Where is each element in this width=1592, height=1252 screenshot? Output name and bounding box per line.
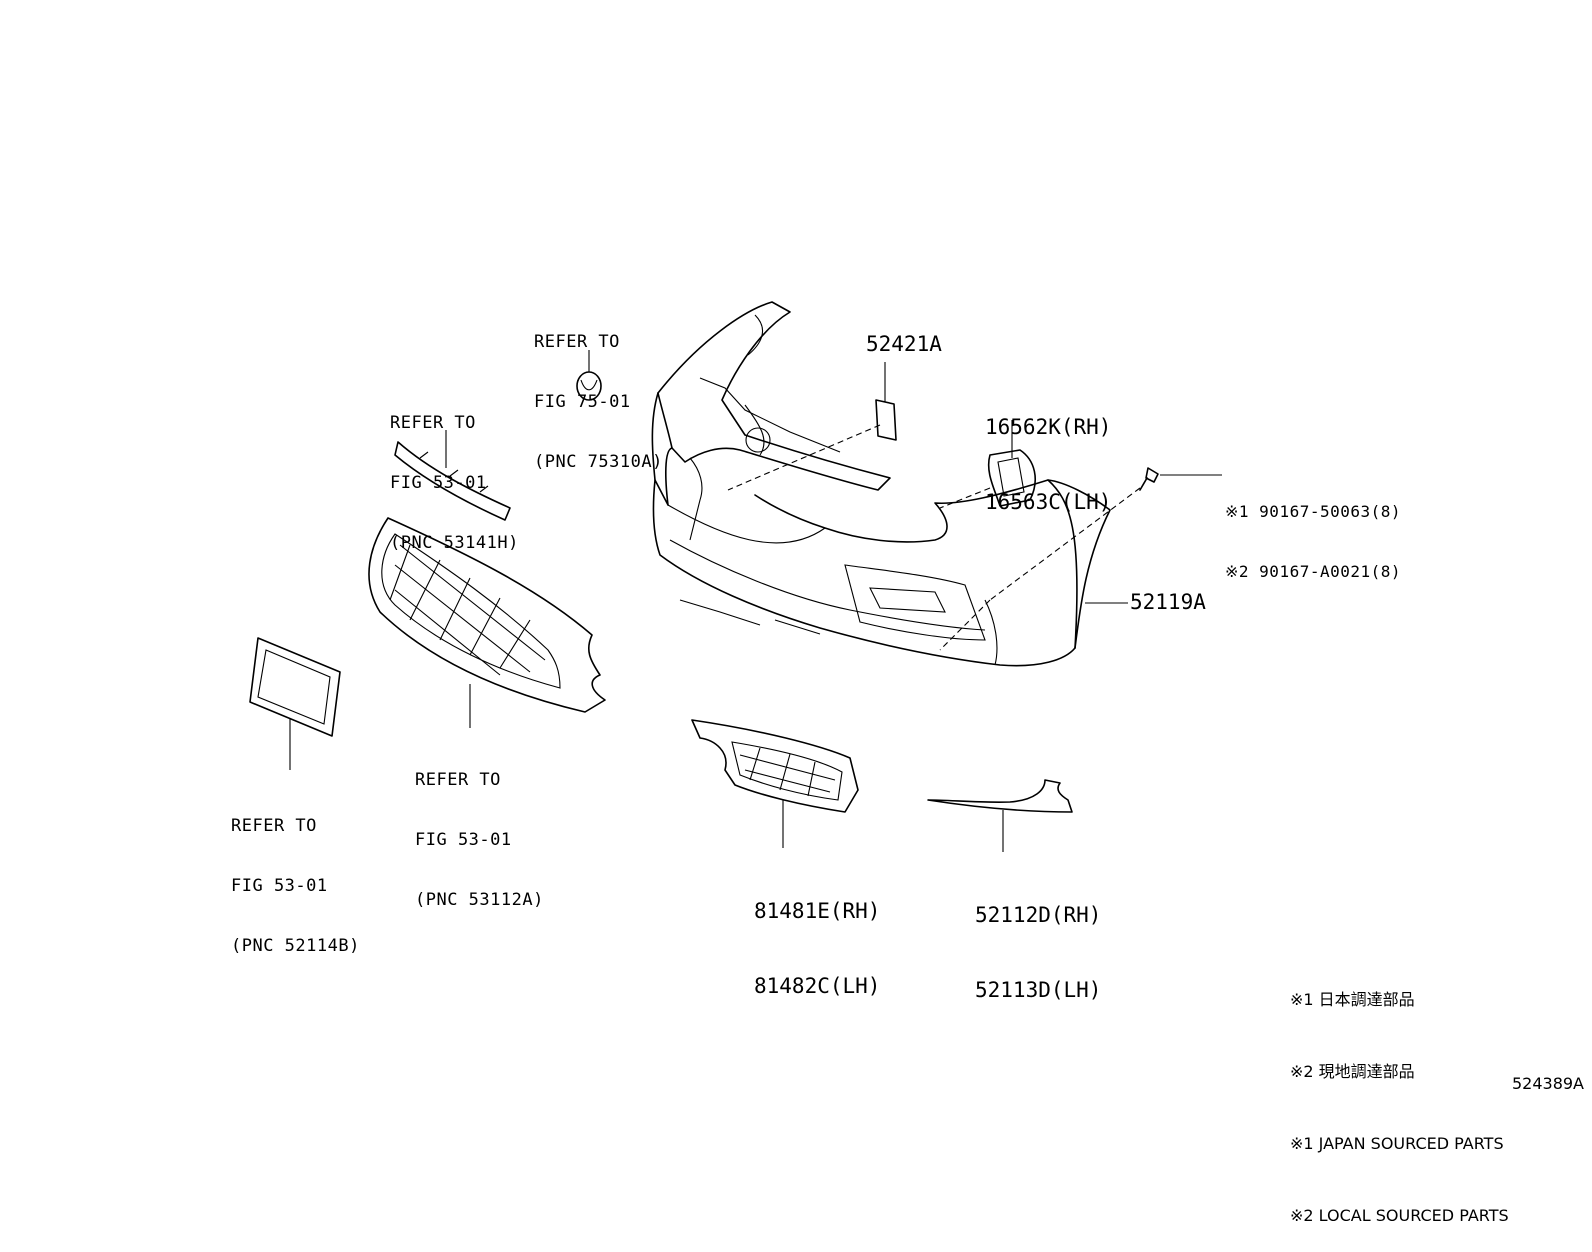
- part-52421a[interactable]: [875, 399, 897, 441]
- label-81481e: 81481E(RH) 81482C(LH): [754, 899, 881, 998]
- label-52421a: 52421A: [866, 332, 942, 356]
- radiator-grille[interactable]: [368, 517, 606, 713]
- note-1: ※1 日本調達部品: [1290, 990, 1415, 1009]
- screw-part[interactable]: [1139, 467, 1159, 491]
- label-16562k: 16562K(RH) 16563C(LH): [985, 415, 1112, 514]
- note-4: ※2 LOCAL SOURCED PARTS: [1290, 1206, 1509, 1225]
- license-plate-bracket[interactable]: [249, 637, 341, 737]
- note-2: ※2 現地調達部品: [1290, 1062, 1415, 1081]
- front-bumper-cover[interactable]: [651, 301, 1111, 667]
- label-52112d: 52112D(RH) 52113D(LH): [975, 903, 1102, 1002]
- install-line-screw-2: [939, 599, 991, 651]
- label-ref-52114b: REFER TO FIG 53-01 (PNC 52114B): [231, 816, 360, 956]
- sourcing-notes: ※1 日本調達部品 ※2 現地調達部品 ※1 JAPAN SOURCED PAR…: [1290, 940, 1509, 1252]
- label-ref-75310a: REFER TO FIG 75-01 (PNC 75310A): [534, 332, 663, 472]
- grille-upper-moulding[interactable]: [394, 441, 511, 521]
- label-ref-53141h: REFER TO FIG 53-01 (PNC 53141H): [390, 413, 519, 553]
- install-line-screw: [989, 487, 1141, 601]
- label-ref-53112a: REFER TO FIG 53-01 (PNC 53112A): [415, 770, 544, 910]
- label-screw: ※1 90167-50063(8) ※2 90167-A0021(8): [1225, 502, 1402, 581]
- part-16562k[interactable]: [987, 449, 1036, 507]
- install-line-16562k: [939, 487, 991, 509]
- illustration-code: 524389A: [1511, 1074, 1584, 1093]
- lower-cover-part[interactable]: [927, 779, 1073, 813]
- install-line-52421a: [727, 424, 881, 491]
- parts-diagram: [249, 301, 1222, 852]
- fog-lamp-grille[interactable]: [691, 719, 859, 813]
- label-52119a: 52119A: [1130, 590, 1206, 614]
- note-3: ※1 JAPAN SOURCED PARTS: [1290, 1134, 1504, 1153]
